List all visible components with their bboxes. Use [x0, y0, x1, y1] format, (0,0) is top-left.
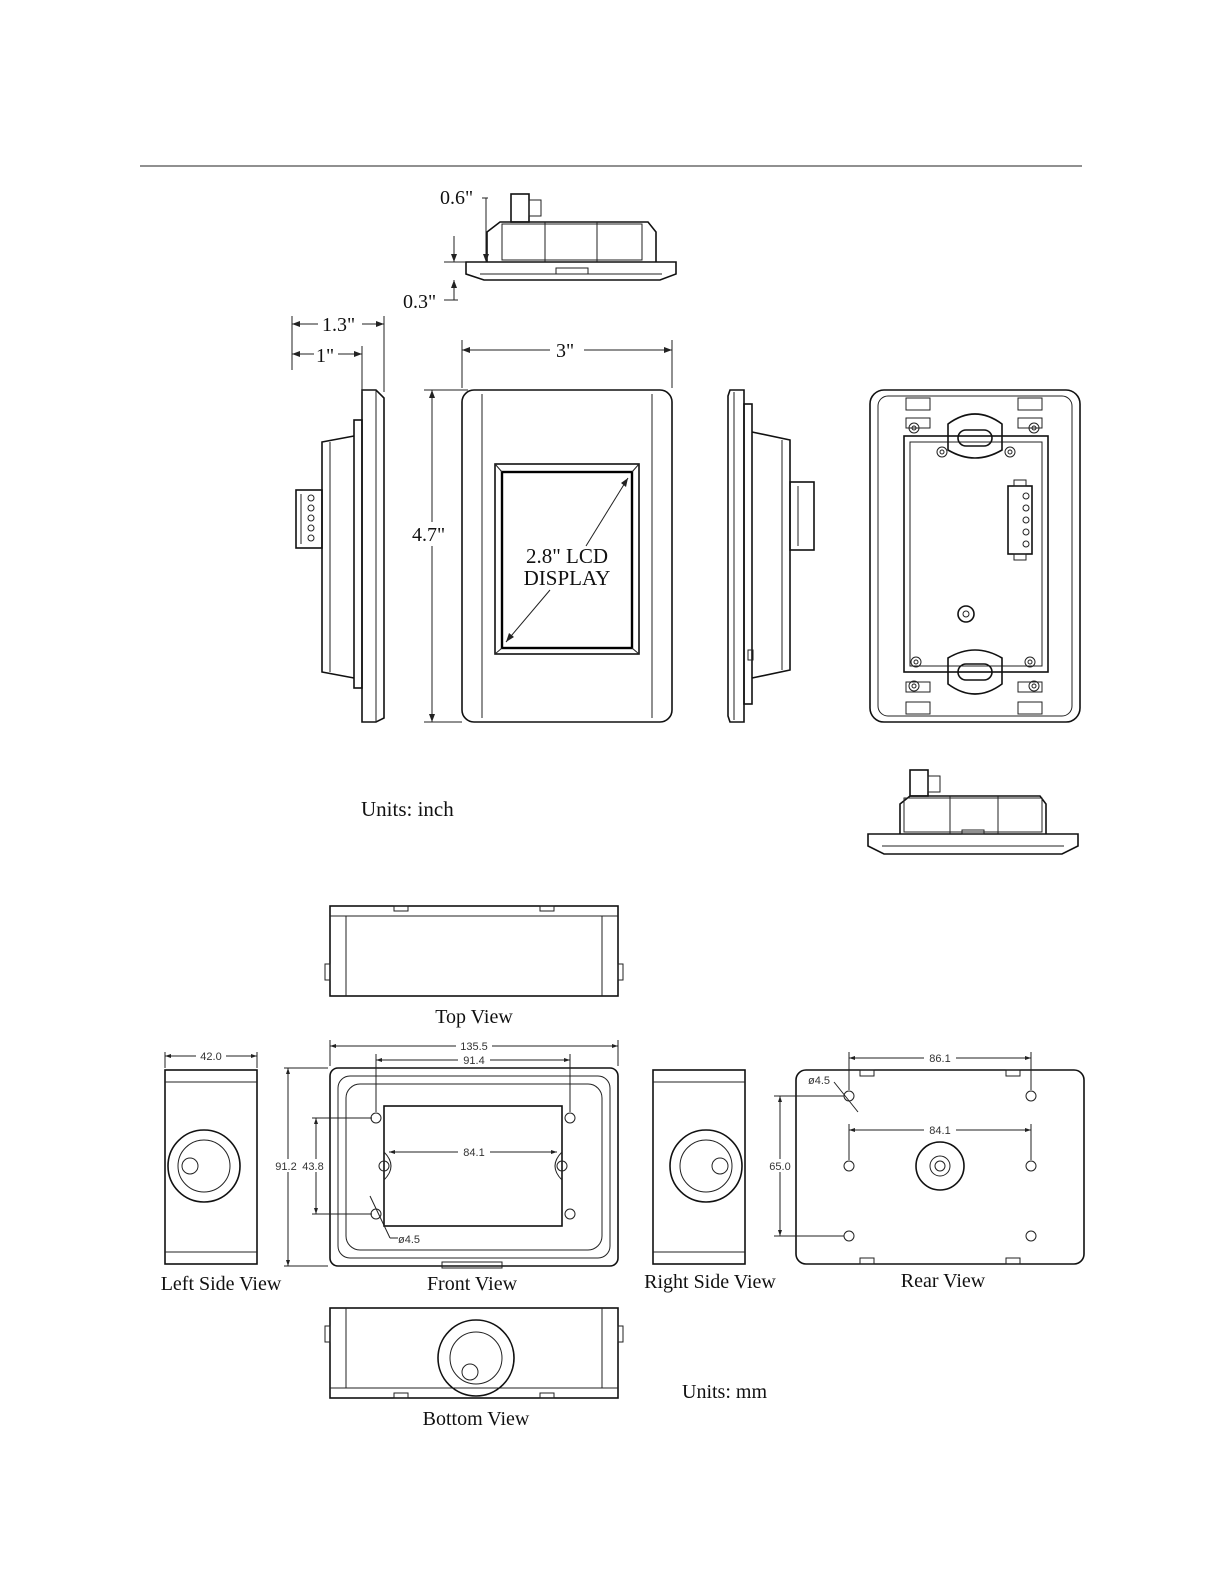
- dim-front-width: 135.5: [460, 1041, 488, 1053]
- dim-rear-hole-span-top: 86.1: [929, 1053, 950, 1065]
- mm-left-side-view: [165, 1052, 257, 1264]
- dim-left-depth: 42.0: [200, 1051, 221, 1063]
- dim-depth-total: 0.6": [440, 187, 473, 209]
- mm-right-side-view: [653, 1070, 745, 1264]
- dim-side-depth-total: 1.3": [322, 314, 355, 336]
- label-bottom-view: Bottom View: [423, 1408, 530, 1430]
- mm-bottom-view: [325, 1308, 623, 1398]
- label-front-view: Front View: [427, 1273, 518, 1295]
- mm-front-view: [284, 1040, 618, 1268]
- dim-front-hole-span: 91.4: [463, 1055, 484, 1067]
- label-right-side-view: Right Side View: [644, 1271, 776, 1293]
- lcd-label-line1: 2.8" LCD: [526, 544, 608, 568]
- inch-top-profile-view: [444, 194, 676, 300]
- units-mm-label: Units: mm: [682, 1381, 767, 1403]
- label-left-side-view: Left Side View: [161, 1273, 282, 1295]
- inch-bottom-profile-view: [868, 770, 1078, 854]
- lcd-label-line2: DISPLAY: [524, 566, 611, 590]
- dim-plate-thickness: 0.3": [403, 291, 436, 313]
- dim-rear-height: 65.0: [769, 1161, 790, 1173]
- dim-rear-hole-span-mid: 84.1: [929, 1125, 950, 1137]
- dim-side-depth-body: 1": [316, 345, 334, 367]
- dim-front-height: 91.2: [275, 1161, 296, 1173]
- inch-rear-view: [870, 390, 1080, 722]
- units-inch-label: Units: inch: [361, 797, 454, 821]
- dim-front-inner-height: 43.8: [302, 1161, 323, 1173]
- dim-rear-hole-dia: ø4.5: [808, 1075, 830, 1087]
- inch-right-side-view: [728, 390, 814, 722]
- dim-front-hole-dia: ø4.5: [398, 1234, 420, 1246]
- dim-front-inner-width: 84.1: [463, 1147, 484, 1159]
- inch-front-view: [424, 340, 672, 722]
- mm-top-view: [325, 906, 623, 996]
- inch-left-side-view: [292, 316, 384, 722]
- dim-height: 4.7": [412, 524, 445, 546]
- label-top-view: Top View: [435, 1006, 513, 1028]
- dim-width: 3": [556, 340, 574, 362]
- label-rear-view: Rear View: [901, 1270, 986, 1292]
